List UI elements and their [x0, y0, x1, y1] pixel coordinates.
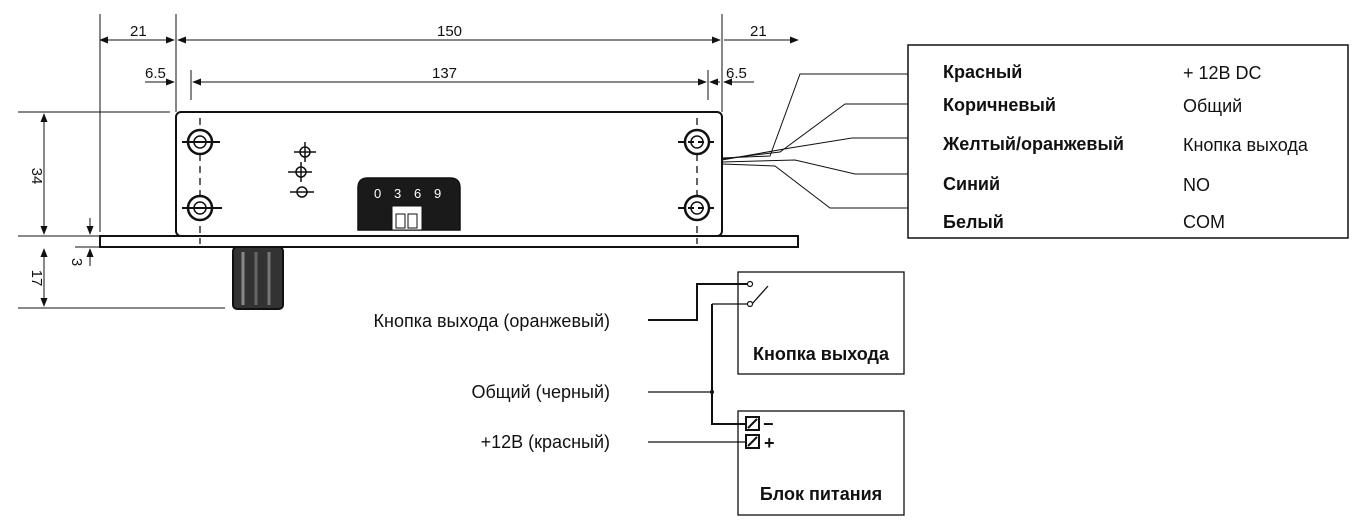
switch-number-0: 0 — [374, 186, 381, 201]
legend-color-white: Белый — [943, 212, 1004, 232]
dim-21-right: 21 — [750, 23, 767, 40]
label-plus-wire: +12В (красный) — [481, 432, 610, 452]
lock-bolt — [232, 246, 284, 310]
schematic-wires — [648, 283, 769, 443]
legend-function-red: + 12В DC — [1183, 63, 1262, 83]
top-dimension-lines — [99, 14, 799, 232]
terminal-minus-icon — [745, 416, 760, 431]
power-supply-box — [737, 410, 905, 516]
legend-color-red: Красный — [943, 62, 1022, 82]
legend-color-brown: Коричневый — [943, 95, 1056, 115]
dim-3: 3 — [68, 258, 85, 266]
legend-function-white: COM — [1183, 212, 1225, 232]
legend-function-blue: NO — [1183, 175, 1210, 195]
power-supply-box-title: Блок питания — [760, 484, 882, 504]
screw-bottom-left-icon — [182, 194, 222, 222]
dim-150: 150 — [437, 23, 462, 40]
switch-number-3: 3 — [394, 186, 401, 201]
legend-function-yellow: Кнопка выхода — [1183, 135, 1309, 155]
screw-bottom-right-icon — [678, 194, 716, 222]
dip-switch — [357, 177, 461, 231]
side-dimension-lines — [18, 111, 225, 309]
screw-top-left-icon — [182, 128, 220, 156]
legend-function-brown: Общий — [1183, 96, 1242, 116]
terminal-minus-label: − — [763, 414, 774, 434]
switch-number-9: 9 — [434, 186, 441, 201]
led-indicators — [288, 142, 316, 198]
junction-dot — [710, 390, 714, 394]
dim-6-5-left: 6.5 — [145, 65, 166, 82]
mounting-plate — [99, 235, 799, 248]
label-exit-button-wire: Кнопка выхода (оранжевый) — [374, 311, 610, 331]
center-lines — [199, 118, 698, 244]
dim-137: 137 — [432, 65, 457, 82]
switch-number-6: 6 — [414, 186, 421, 201]
terminal-plus-label: + — [764, 433, 775, 453]
legend-color-yellow: Желтый/оранжевый — [942, 134, 1124, 154]
switch-contact-bottom — [746, 300, 754, 308]
dim-21-left: 21 — [130, 23, 147, 40]
switch-contact-top — [746, 280, 754, 288]
dim-6-5-right: 6.5 — [726, 65, 747, 82]
screw-top-right-icon — [678, 128, 716, 156]
legend-color-blue: Синий — [943, 174, 1000, 194]
terminal-plus-icon — [745, 434, 760, 449]
dim-17: 17 — [28, 270, 45, 287]
label-common-wire: Общий (черный) — [471, 382, 610, 402]
cable-wires — [721, 73, 908, 209]
dim-34: 34 — [28, 168, 45, 185]
wire-legend-box — [907, 44, 1349, 239]
exit-button-box-title: Кнопка выхода — [753, 344, 890, 364]
